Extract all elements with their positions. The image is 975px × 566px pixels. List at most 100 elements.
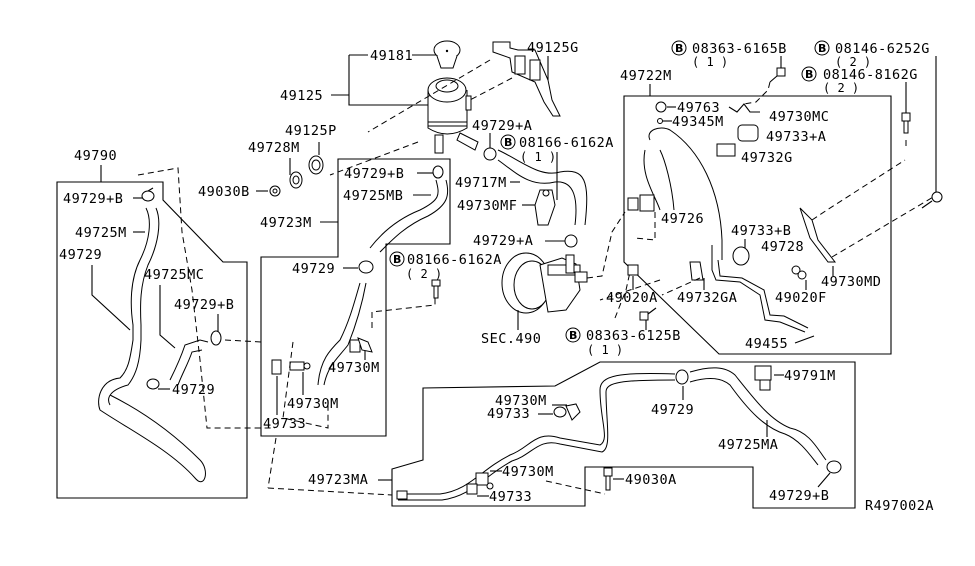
bolt-part-number[interactable]: 08146-6252G bbox=[835, 41, 930, 57]
section-reference-sec490[interactable]: SEC.490 bbox=[481, 331, 541, 347]
return-hose-outline bbox=[108, 207, 160, 406]
part-label-49733B[interactable]: 49733+B bbox=[731, 223, 791, 239]
part-label-49125G[interactable]: 49125G bbox=[527, 40, 579, 56]
part-label-49722M[interactable]: 49722M bbox=[620, 68, 672, 84]
part-label-49030A[interactable]: 49030A bbox=[625, 472, 677, 488]
pressure-pipe bbox=[711, 245, 809, 333]
bolt-part-number[interactable]: 08146-8162G bbox=[823, 67, 918, 83]
part-label-49729-bottom[interactable]: 49729 bbox=[651, 402, 694, 418]
part-label-49020F[interactable]: 49020F bbox=[775, 290, 827, 306]
part-label-49733-bottom-upper[interactable]: 49733 bbox=[487, 406, 530, 422]
part-label-49732GA[interactable]: 49732GA bbox=[677, 290, 737, 306]
bolt-marker-icon bbox=[671, 40, 687, 56]
part-label-49730M-bottom-upper[interactable]: 49730M bbox=[495, 393, 547, 409]
bolt-marker-letter: B bbox=[675, 42, 683, 55]
pump-bracket-icon bbox=[534, 189, 556, 226]
part-label-49733A[interactable]: 49733+A bbox=[766, 129, 826, 145]
hose-clamp-icon bbox=[432, 165, 444, 179]
part-label-49729B-left-top[interactable]: 49729+B bbox=[63, 191, 123, 207]
part-label-49125P[interactable]: 49125P bbox=[285, 123, 337, 139]
part-label-49729-left[interactable]: 49729 bbox=[59, 247, 102, 263]
part-label-49730MC[interactable]: 49730MC bbox=[769, 109, 829, 125]
part-label-49726[interactable]: 49726 bbox=[661, 211, 704, 227]
bolt-icon bbox=[901, 112, 911, 134]
part-label-49730M-mid-right[interactable]: 49730M bbox=[328, 360, 380, 376]
part-label-49763[interactable]: 49763 bbox=[677, 100, 720, 116]
part-label-49725MC[interactable]: 49725MC bbox=[144, 267, 204, 283]
part-label-49125[interactable]: 49125 bbox=[280, 88, 323, 104]
part-label-49733-mid[interactable]: 49733 bbox=[263, 416, 306, 432]
part-label-49730M-mid-left[interactable]: 49730M bbox=[287, 396, 339, 412]
part-label-49455[interactable]: 49455 bbox=[745, 336, 788, 352]
part-label-49791M[interactable]: 49791M bbox=[784, 368, 836, 384]
part-label-49717M[interactable]: 49717M bbox=[455, 175, 507, 191]
part-label-49729-left-low[interactable]: 49729 bbox=[172, 382, 215, 398]
part-label-49030B[interactable]: 49030B bbox=[198, 184, 250, 200]
bolt-part-number[interactable]: 08166-6162A bbox=[519, 135, 614, 151]
dashed-reference bbox=[634, 212, 656, 241]
dashed-reference bbox=[743, 81, 771, 105]
bolt-quantity: ( 2 ) bbox=[823, 81, 859, 95]
hose-clamp-icon bbox=[141, 187, 155, 202]
bottom-hose-group: 49723MA 49730M 49733 49729 49791M 49725M… bbox=[267, 361, 856, 509]
hose-bracket-icon bbox=[349, 337, 373, 353]
middle-group-box bbox=[260, 158, 451, 437]
hose-49717M bbox=[497, 149, 588, 226]
part-label-49729-mid[interactable]: 49729 bbox=[292, 261, 335, 277]
bolt-quantity: ( 2 ) bbox=[835, 55, 871, 69]
bolt-part-number[interactable]: 08363-6125B bbox=[586, 328, 681, 344]
bolt-callout-b3: B 08363-6165B ( 1 ) bbox=[671, 40, 787, 105]
bolt-part-number[interactable]: 08166-6162A bbox=[407, 252, 502, 268]
part-label-49723MA[interactable]: 49723MA bbox=[308, 472, 368, 488]
hose-49723M-lower bbox=[317, 282, 367, 386]
part-label-49181[interactable]: 49181 bbox=[370, 48, 413, 64]
bolt-callout-b1: B 08166-6162A ( 1 ) bbox=[500, 134, 614, 200]
pipe-clip-icon bbox=[553, 403, 581, 421]
part-label-49730MF[interactable]: 49730MF bbox=[457, 198, 517, 214]
dashed-reference bbox=[586, 211, 626, 279]
diagram-reference-code: R497002A bbox=[865, 498, 934, 514]
dashed-reference bbox=[137, 167, 275, 429]
part-label-49723M[interactable]: 49723M bbox=[260, 215, 312, 231]
part-label-49790[interactable]: 49790 bbox=[74, 148, 117, 164]
hose-clamp-icon bbox=[737, 124, 759, 142]
power-steering-pump-icon bbox=[501, 252, 588, 314]
part-label-49729A-mid[interactable]: 49729+A bbox=[473, 233, 533, 249]
grommet-icon bbox=[308, 155, 324, 175]
part-label-49728[interactable]: 49728 bbox=[761, 239, 804, 255]
bolt-icon bbox=[921, 191, 943, 209]
left-group-box bbox=[56, 181, 248, 499]
part-label-49733-bottom-lower[interactable]: 49733 bbox=[489, 489, 532, 505]
bolt-marker-letter: B bbox=[504, 136, 512, 149]
part-label-49729B-left-mid[interactable]: 49729+B bbox=[174, 297, 234, 313]
grommet-icon bbox=[627, 264, 639, 276]
return-hose bbox=[98, 207, 206, 483]
part-label-49020A[interactable]: 49020A bbox=[606, 290, 658, 306]
part-label-49729B-mid[interactable]: 49729+B bbox=[344, 166, 404, 182]
part-label-49732G[interactable]: 49732G bbox=[741, 150, 793, 166]
part-label-49728M[interactable]: 49728M bbox=[248, 140, 300, 156]
part-label-49729B-bottom[interactable]: 49729+B bbox=[769, 488, 829, 504]
bolt-marker-icon bbox=[389, 251, 405, 267]
o-ring-icon bbox=[657, 118, 663, 124]
bolt-part-number[interactable]: 08363-6165B bbox=[692, 41, 787, 57]
middle-hose-group: 49723M 49729+B 49725MB 49729 49730M 4973… bbox=[260, 158, 451, 489]
part-label-49725MB[interactable]: 49725MB bbox=[343, 188, 403, 204]
clip-icon bbox=[689, 261, 704, 281]
hose-clamp-icon bbox=[675, 369, 689, 385]
part-label-49725M[interactable]: 49725M bbox=[75, 225, 127, 241]
part-label-49725MA[interactable]: 49725MA bbox=[718, 437, 778, 453]
bolt-callout-b6: B 08363-6125B ( 1 ) bbox=[565, 307, 681, 357]
bolt-callout-b2: B 08166-6162A ( 2 ) bbox=[389, 251, 502, 299]
bolt-quantity: ( 1 ) bbox=[520, 150, 556, 164]
bolt-icon bbox=[603, 467, 613, 491]
dashed-reference bbox=[831, 192, 941, 258]
part-label-49729A-top[interactable]: 49729+A bbox=[472, 118, 532, 134]
hose-clamp-icon bbox=[483, 147, 497, 161]
grommet-icon bbox=[716, 143, 736, 157]
part-label-49730MD[interactable]: 49730MD bbox=[821, 274, 881, 290]
part-label-49345M[interactable]: 49345M bbox=[672, 114, 724, 130]
dashed-reference bbox=[224, 339, 263, 343]
bushing-icon bbox=[289, 171, 303, 189]
part-label-49730M-bottom-lower[interactable]: 49730M bbox=[502, 464, 554, 480]
